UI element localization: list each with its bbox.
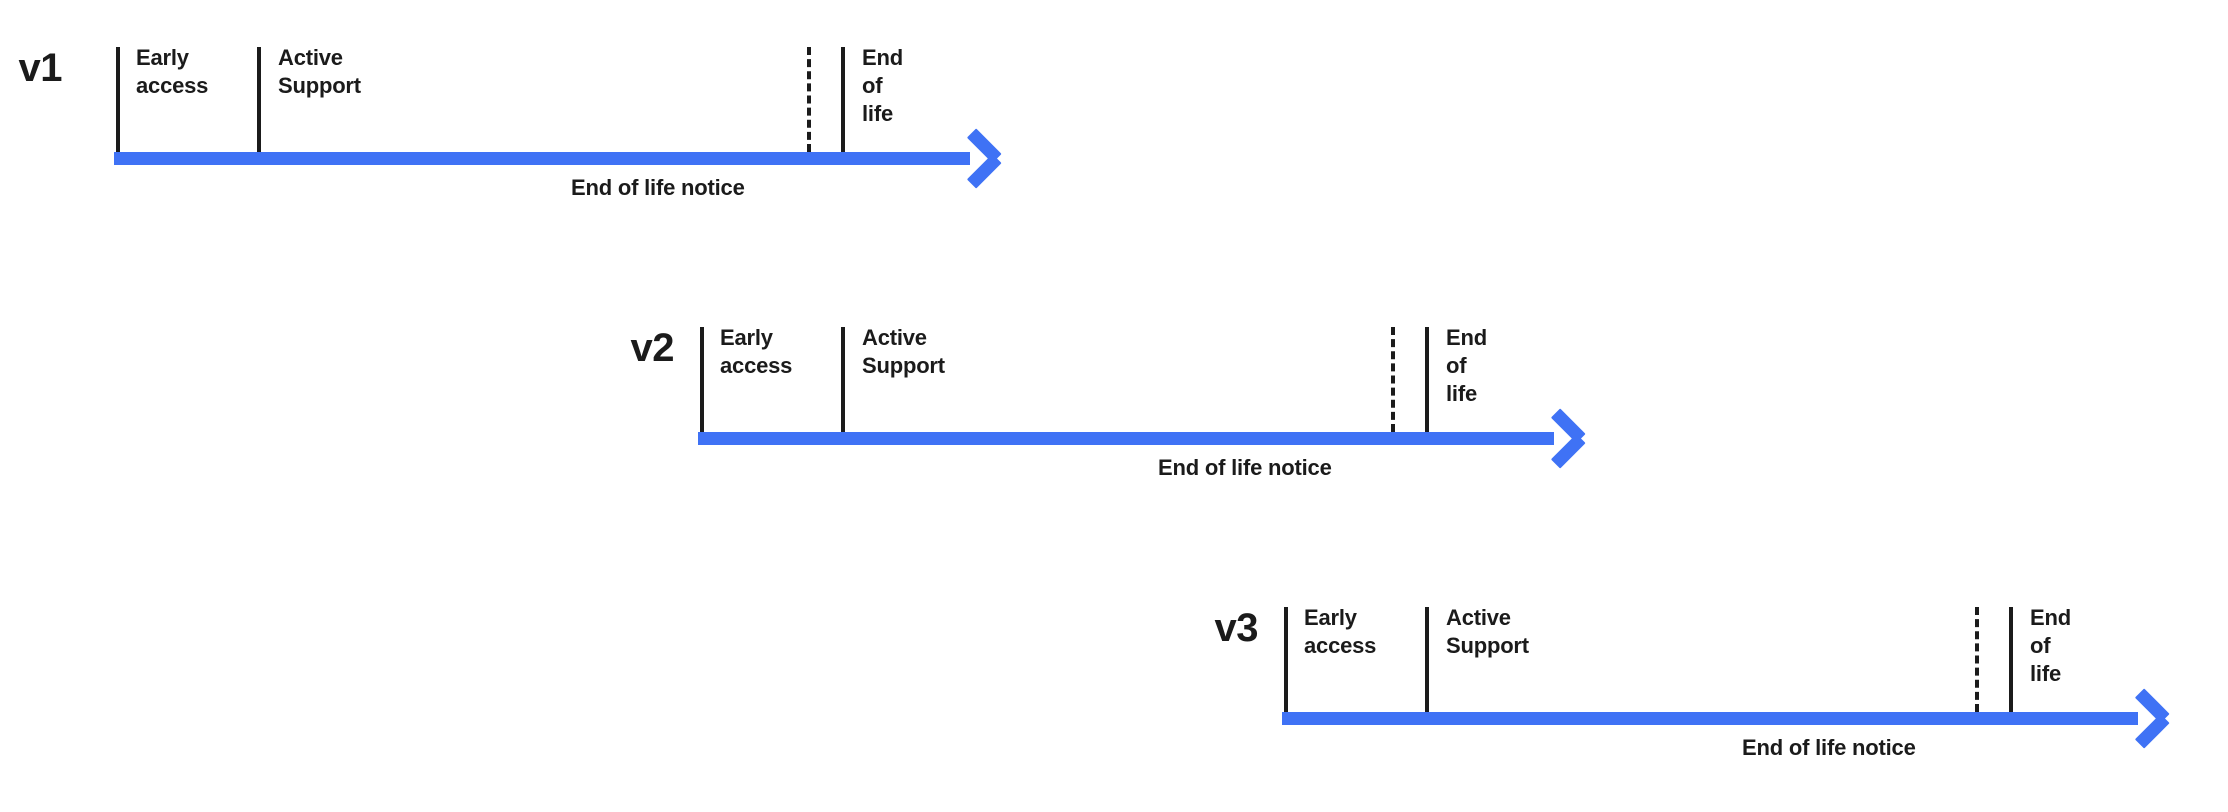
phase-label-active-support: Active Support xyxy=(1446,605,1529,658)
phase-label-end-of-life: End of life xyxy=(2030,605,2071,686)
phase-divider-early-access-start xyxy=(1284,607,1288,712)
phase-label-active-support: Active Support xyxy=(862,325,945,378)
phase-divider-active-support-start xyxy=(841,327,845,432)
phase-label-end-of-life: End of life xyxy=(862,45,903,126)
phase-divider-end-of-life-start xyxy=(2009,607,2013,712)
version-label-v3: v3 xyxy=(1214,606,1259,650)
phase-label-end-of-life: End of life xyxy=(1446,325,1487,406)
phase-divider-active-support-start xyxy=(257,47,261,152)
timeline-arrow-icon-v1 xyxy=(962,128,1008,189)
phase-label-early-access: Early access xyxy=(720,325,793,378)
timeline-bar-v2 xyxy=(698,432,1554,445)
end-of-life-notice-label-v3: End of life notice xyxy=(1742,735,1916,760)
phase-label-early-access: Early access xyxy=(136,45,209,98)
phase-label-early-access: Early access xyxy=(1304,605,1377,658)
end-of-life-notice-label-v1: End of life notice xyxy=(571,175,745,200)
end-of-life-notice-marker xyxy=(807,47,811,152)
timeline-arrow-icon-v2 xyxy=(1546,408,1592,469)
timeline-bar-v1 xyxy=(114,152,970,165)
phase-divider-end-of-life-start xyxy=(841,47,845,152)
phase-divider-early-access-start xyxy=(700,327,704,432)
phase-divider-end-of-life-start xyxy=(1425,327,1429,432)
phase-divider-early-access-start xyxy=(116,47,120,152)
version-label-v1: v1 xyxy=(18,46,63,90)
timeline-arrow-icon-v3 xyxy=(2130,688,2176,749)
phase-divider-active-support-start xyxy=(1425,607,1429,712)
end-of-life-notice-label-v2: End of life notice xyxy=(1158,455,1332,480)
phase-label-active-support: Active Support xyxy=(278,45,361,98)
end-of-life-notice-marker xyxy=(1391,327,1395,432)
end-of-life-notice-marker xyxy=(1975,607,1979,712)
timeline-bar-v3 xyxy=(1282,712,2138,725)
version-label-v2: v2 xyxy=(630,326,675,370)
